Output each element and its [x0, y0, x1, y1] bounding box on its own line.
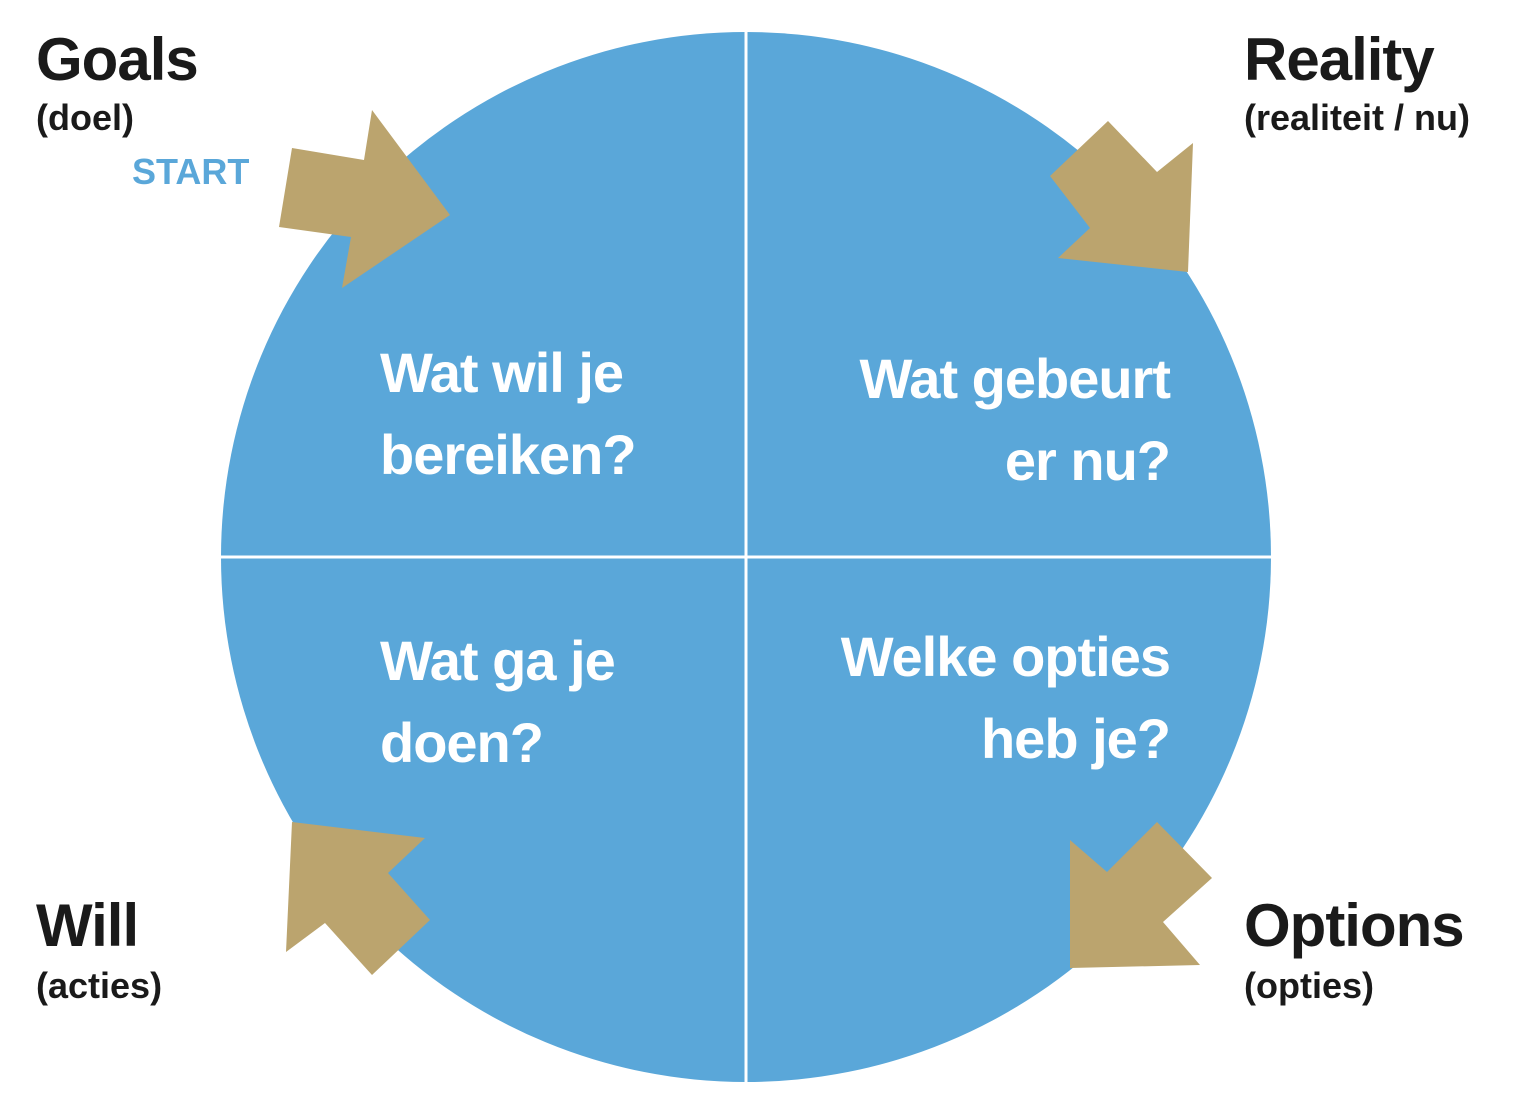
reality-question-line: er nu?	[1004, 429, 1171, 492]
will-question-line: doen?	[380, 711, 544, 774]
goals-title: Goals	[36, 26, 199, 93]
will-question-line: Wat ga je	[380, 629, 616, 692]
goals-question-line: bereiken?	[380, 423, 637, 486]
options-question: Welke opties heb je?	[840, 616, 1171, 780]
arrow-will-icon	[286, 822, 430, 975]
options-question-line: Welke opties	[840, 625, 1171, 688]
goals-question: Wat wil je bereiken?	[380, 332, 637, 496]
options-title: Options	[1244, 892, 1465, 959]
arrow-options-icon	[1070, 822, 1212, 968]
options-subtitle: (opties)	[1244, 965, 1374, 1006]
reality-title: Reality	[1244, 26, 1435, 93]
reality-question-line: Wat gebeurt	[859, 347, 1171, 410]
will-question: Wat ga je doen?	[380, 620, 616, 784]
start-label: START	[132, 151, 250, 192]
goals-subtitle: (doel)	[36, 97, 134, 138]
will-title: Will	[36, 892, 139, 959]
reality-subtitle: (realiteit / nu)	[1244, 97, 1471, 138]
goals-question-line: Wat wil je	[380, 341, 624, 404]
will-subtitle: (acties)	[36, 965, 163, 1006]
arrow-goals-icon	[279, 110, 450, 288]
reality-question: Wat gebeurt er nu?	[859, 338, 1171, 502]
arrow-reality-icon	[1050, 121, 1193, 272]
options-question-line: heb je?	[980, 707, 1171, 770]
